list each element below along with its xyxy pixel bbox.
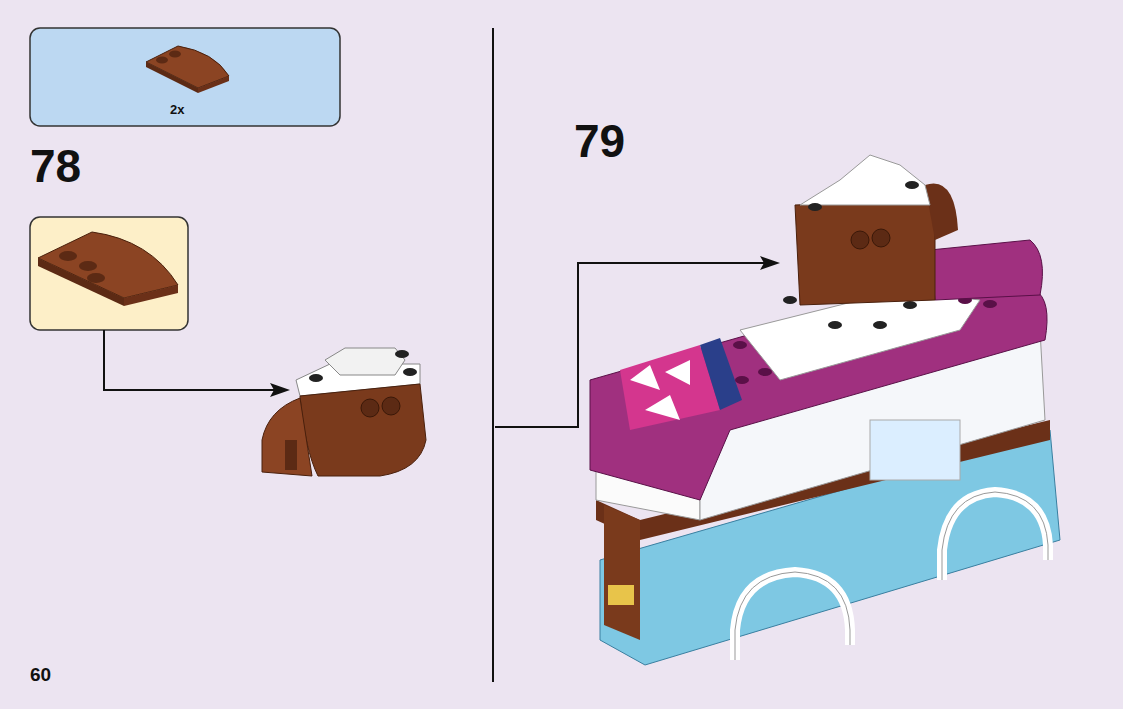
page-number: 60: [30, 665, 51, 684]
sub-step-box: [30, 217, 188, 330]
sub-assembly: [262, 348, 426, 476]
divider: [492, 28, 494, 682]
parts-callout: 2x: [30, 28, 340, 126]
parts-box: [30, 28, 340, 126]
step-number: 78: [30, 143, 81, 189]
step-number: 79: [574, 118, 625, 164]
food-truck: [590, 155, 1060, 665]
quantity-label: 2x: [170, 103, 184, 116]
curved-slope-brick: [38, 232, 178, 306]
leader-arrow: [104, 330, 278, 390]
arrow-head: [760, 256, 780, 270]
arrow-head: [270, 383, 290, 397]
curved-slope-brick: [146, 46, 229, 93]
